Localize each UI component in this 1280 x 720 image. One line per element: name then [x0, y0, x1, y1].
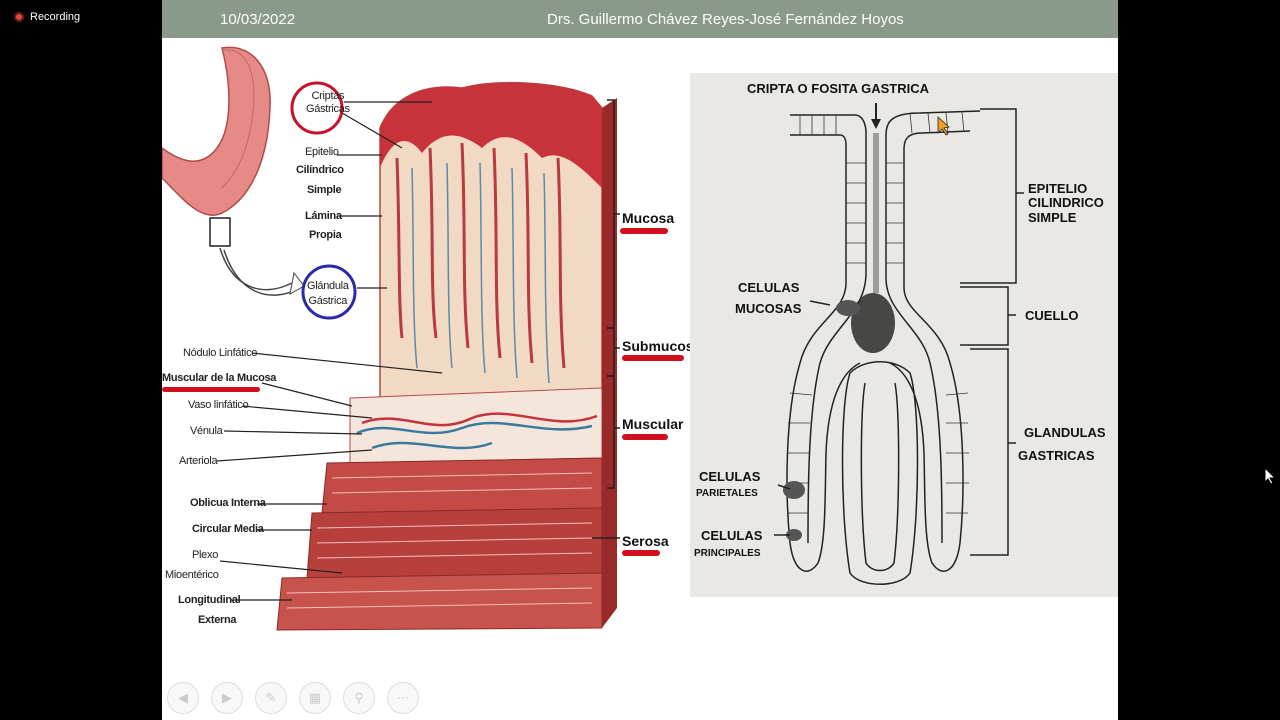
slide-authors: Drs. Guillermo Chávez Reyes-José Fernánd… [547, 11, 904, 28]
parietales-label-2: PARIETALES [696, 488, 758, 499]
previous-slide-icon[interactable]: ◀ [167, 682, 199, 714]
slideshow-controls: ◀ ▶ ✎ ▦ ⚲ ⋯ [167, 682, 419, 714]
parietales-label-1: CELULAS [699, 469, 761, 484]
slides-grid-icon[interactable]: ▦ [299, 682, 331, 714]
glandulas-label-2: GASTRICAS [1018, 448, 1095, 463]
muscular-layer-label: Muscular [622, 416, 684, 432]
zoom-icon[interactable]: ⚲ [343, 682, 375, 714]
nodulo-label: Nódulo Linfático [183, 347, 258, 359]
arteriola-label: Arteriola [179, 455, 218, 467]
lamina-label-2: Propia [309, 229, 342, 241]
stomach-wall-drawing [162, 46, 620, 631]
submucosa-layer-label: Submucosa [622, 338, 702, 354]
principales-label-1: CELULAS [701, 528, 763, 543]
cripta-label: CRIPTA O FOSITA GASTRICA [747, 81, 929, 96]
lamina-label-1: Lámina [305, 210, 342, 222]
recording-label: Recording [30, 11, 81, 23]
slide-date: 10/03/2022 [220, 11, 296, 28]
plexo-label-2: Mioentérico [165, 569, 219, 581]
mouse-cursor-icon [1264, 467, 1276, 485]
epitelio-label-1: Epitelio [305, 146, 339, 158]
muscular-mucosa-underline [162, 387, 260, 392]
pen-icon[interactable]: ✎ [255, 682, 287, 714]
gastric-gland-drawing [774, 103, 1024, 585]
slide-header: 10/03/2022 Drs. Guillermo Chávez Reyes-J… [162, 0, 1118, 38]
epitelio-label-3: Simple [307, 184, 342, 196]
epitelio-label-2: Cilíndrico [296, 164, 344, 176]
epitelio-label-3-right: SIMPLE [1028, 210, 1077, 225]
glandulas-label-1: GLANDULAS [1024, 425, 1106, 440]
cuello-label: CUELLO [1025, 308, 1079, 323]
venula-label: Vénula [190, 425, 223, 437]
serosa-layer-label: Serosa [622, 533, 669, 549]
more-options-icon[interactable]: ⋯ [387, 682, 419, 714]
mucosa-layer-label: Mucosa [622, 210, 675, 226]
epitelio-label-2-right: CILINDRICO [1028, 195, 1104, 210]
record-icon [14, 12, 24, 22]
submucosa-underline [622, 355, 684, 361]
oblicua-label: Oblicua Interna [190, 497, 266, 509]
recording-indicator: Recording [14, 11, 80, 23]
muscular-underline [622, 434, 668, 440]
longitudinal-label-2: Externa [198, 614, 237, 626]
presentation-slide: 10/03/2022 Drs. Guillermo Chávez Reyes-J… [162, 0, 1118, 720]
circular-label: Circular Media [192, 523, 264, 535]
serosa-underline [622, 550, 660, 556]
next-slide-icon[interactable]: ▶ [211, 682, 243, 714]
mucosas-label-2: MUCOSAS [735, 301, 802, 316]
longitudinal-label-1: Longitudinal [178, 594, 241, 606]
muscular-mucosa-label: Muscular de la Mucosa [162, 372, 277, 384]
epitelio-label-1-right: EPITELIO [1028, 181, 1088, 196]
plexo-label-1: Plexo [192, 549, 219, 561]
gastric-gland-diagram: CRIPTA O FOSITA GASTRICA EPITELIO CILIND… [690, 73, 1118, 597]
principales-label-2: PRINCIPALES [694, 548, 761, 559]
mucosa-underline [620, 228, 668, 234]
vaso-label: Vaso linfático [188, 399, 249, 411]
mucosas-label-1: CELULAS [738, 280, 800, 295]
